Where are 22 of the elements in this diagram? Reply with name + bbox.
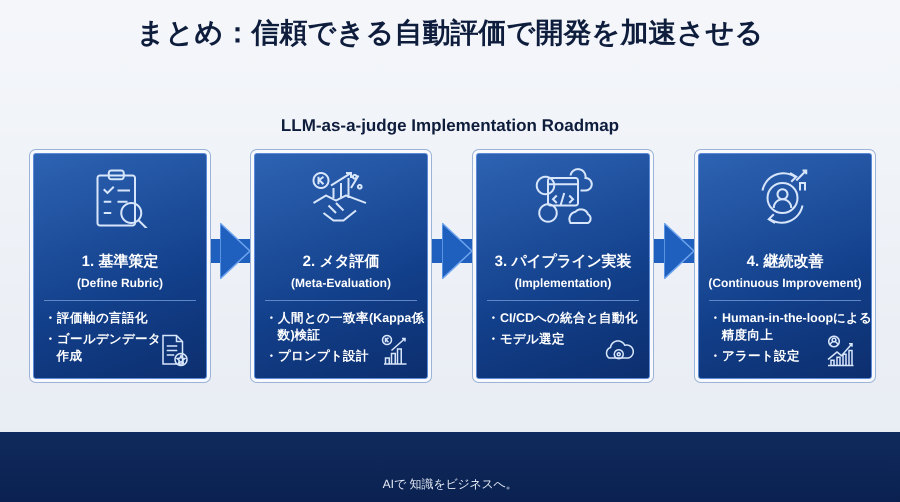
step-subtitle: (Implementation) [514, 276, 612, 290]
step-subtitle: (Meta-Evaluation) [290, 276, 392, 290]
bullet-item: ・アラート設定 [709, 348, 801, 365]
arrow [654, 222, 695, 280]
bullet-item: ・ゴールデンデータ作成 [44, 331, 162, 365]
step-heading: 3. パイプライン実装 [494, 252, 632, 271]
step-heading: 2. メタ評価 [302, 252, 380, 271]
bullet-item: ・プロンプト設計 [265, 348, 370, 365]
step-heading: 1. 基準策定 [80, 252, 160, 271]
bullet-item: ・CI/CDへの統合と自動化 [487, 310, 640, 327]
step-subtitle: (Continuous Improvement) [707, 276, 863, 290]
arrow [432, 222, 473, 280]
bullet-item: ・モデル選定 [487, 331, 566, 348]
bullet-item: ・評価軸の言語化 [44, 310, 149, 327]
bullet-item: ・Human-in-the-loopによる精度向上 [709, 310, 874, 344]
bullet-item: ・人間との一致率(Kappa係数)検証 [265, 310, 426, 344]
arrow [211, 222, 251, 280]
diagram-heading: LLM-as-a-judge Implementation Roadmap [280, 116, 620, 136]
step-subtitle: (Define Rubric) [76, 276, 164, 290]
step-heading: 4. 継続改善 [746, 252, 824, 271]
page-title: まとめ：信頼できる自動評価で開発を加速させる [136, 16, 764, 50]
tagline: AIで 知識をビジネスへ。 [382, 476, 518, 493]
